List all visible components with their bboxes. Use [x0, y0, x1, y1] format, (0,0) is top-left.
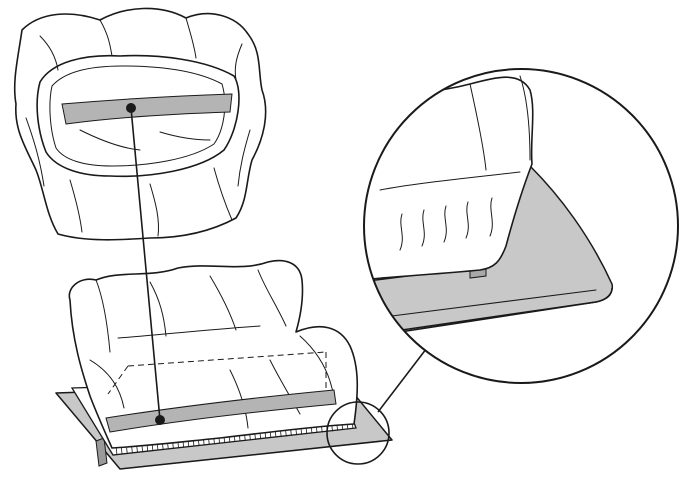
filter-cartridge [69, 261, 357, 455]
connector-dot-bottom [155, 415, 165, 425]
connector-dot-top [126, 103, 136, 113]
detail-callout [327, 69, 678, 464]
